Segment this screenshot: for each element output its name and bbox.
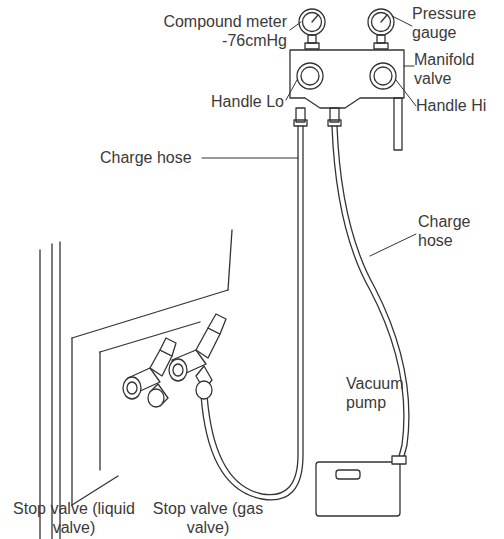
gauge-label: Pressure gauge bbox=[412, 4, 500, 42]
vacuum-pump bbox=[316, 456, 406, 516]
outdoor-unit bbox=[40, 230, 232, 539]
charge-hoses bbox=[201, 126, 409, 500]
valve-label: Stop valve (liquid valve) bbox=[6, 499, 142, 537]
pump-label: Vacuum pump bbox=[346, 374, 426, 412]
handle-label: Handle Hi bbox=[416, 96, 500, 115]
valve-label: Stop valve (gas valve) bbox=[146, 499, 270, 537]
hose-label: Charge hose bbox=[418, 212, 488, 250]
manifold-body bbox=[290, 50, 404, 150]
hose-label: Charge hose bbox=[100, 148, 200, 167]
gauges bbox=[299, 9, 394, 49]
stop-valves bbox=[123, 314, 226, 407]
meter-label: Compound meter -76cmHg bbox=[115, 12, 287, 50]
manifold-label: Manifold valve bbox=[414, 50, 500, 88]
leader-lines bbox=[202, 16, 416, 256]
handle-label: Handle Lo bbox=[190, 92, 284, 111]
